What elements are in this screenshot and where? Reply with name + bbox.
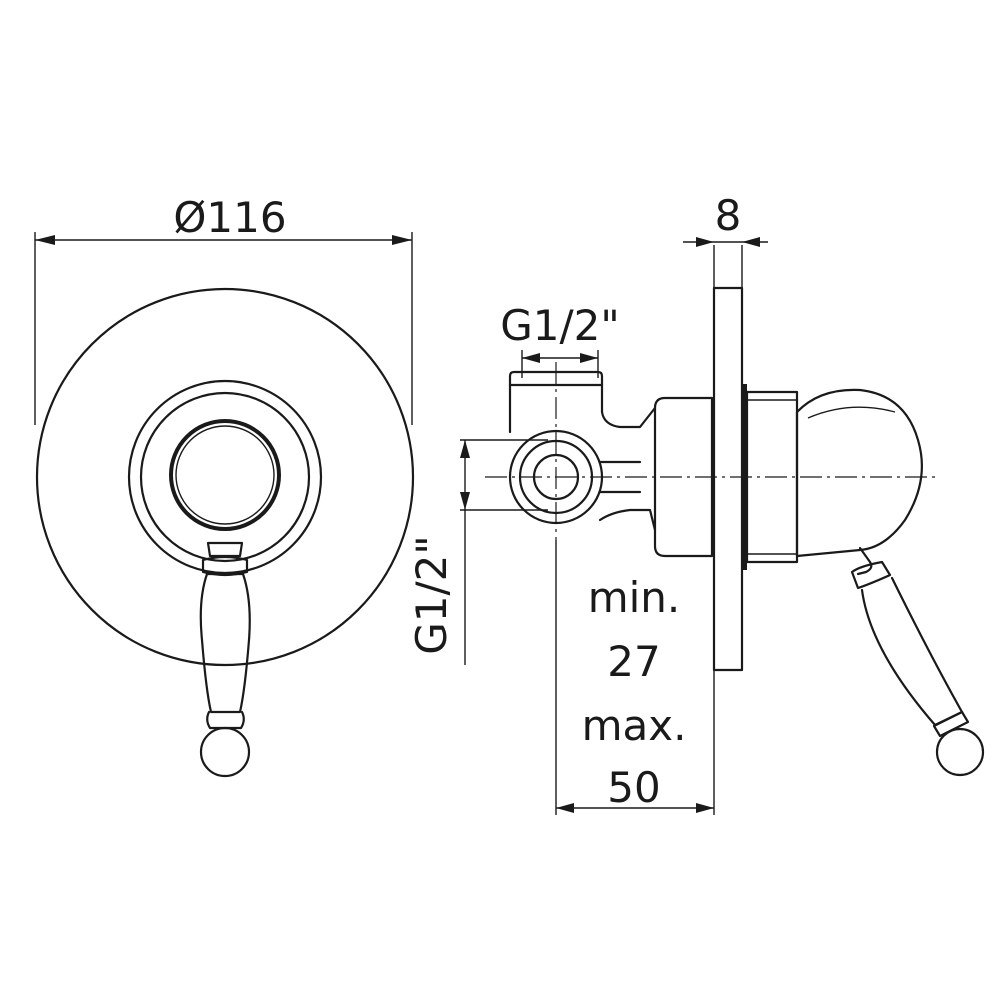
depth-arrow-right: [696, 803, 714, 813]
depth-max-label: max.: [582, 701, 687, 750]
plate-arrow-left: [696, 237, 714, 247]
wall-plate-outline: [712, 286, 744, 672]
valve-body: [508, 370, 714, 558]
handle-grip: [860, 576, 964, 727]
diameter-arrow-right: [392, 235, 412, 245]
depth-min-value: 27: [607, 637, 660, 686]
plate-arrow-right: [742, 237, 760, 247]
thread-top-label: G1/2": [500, 301, 619, 350]
body-shoulder-bottom: [598, 508, 657, 532]
thread-side-arrow-bottom: [460, 492, 470, 510]
handle-hub: [169, 419, 281, 531]
lever-grip: [199, 572, 251, 714]
handle-knob: [935, 727, 985, 777]
depth-min-label: min.: [588, 573, 681, 622]
lever-knob: [199, 726, 251, 778]
front-view: Ø116: [34, 193, 415, 778]
thread-side-arrow-top: [460, 440, 470, 458]
thread-side-label: G1/2": [407, 535, 456, 654]
body-ring-outer: [127, 379, 323, 575]
depth-dimension: min. 27 max. 50: [555, 540, 715, 815]
side-view: G1/2" G1/2": [407, 191, 985, 815]
wall-plate: 8: [683, 191, 768, 672]
inlet-outer: [508, 429, 604, 525]
diameter-arrow-left: [35, 235, 55, 245]
main-cylinder: [653, 396, 714, 558]
diameter-label: Ø116: [173, 193, 286, 242]
lever-handle-front: [199, 541, 251, 778]
handle-collar: [850, 560, 892, 590]
lever-tip-ring: [206, 710, 245, 730]
seal-gasket: [742, 384, 747, 570]
lever-neck: [206, 541, 244, 558]
handle-neck: [856, 546, 873, 576]
inlet-bore: [532, 453, 580, 501]
body-ring-inner: [139, 391, 311, 563]
lever-handle-side: [795, 388, 985, 777]
handle-cap: [795, 388, 923, 558]
outlet-top-rim: [508, 370, 604, 387]
depth-max-value: 50: [607, 763, 660, 812]
body-shoulder-top: [600, 406, 657, 429]
handle-cap-detail: [807, 406, 896, 419]
handle-tip-ring: [932, 710, 970, 738]
thread-top-arrow-left: [522, 353, 540, 363]
thread-top-arrow-right: [580, 353, 598, 363]
depth-arrow-left: [556, 803, 574, 813]
plate-thickness-label: 8: [715, 191, 742, 240]
cover-plate: [35, 287, 415, 667]
handle-hub-inner: [175, 425, 275, 525]
inlet-ring: [518, 439, 594, 515]
